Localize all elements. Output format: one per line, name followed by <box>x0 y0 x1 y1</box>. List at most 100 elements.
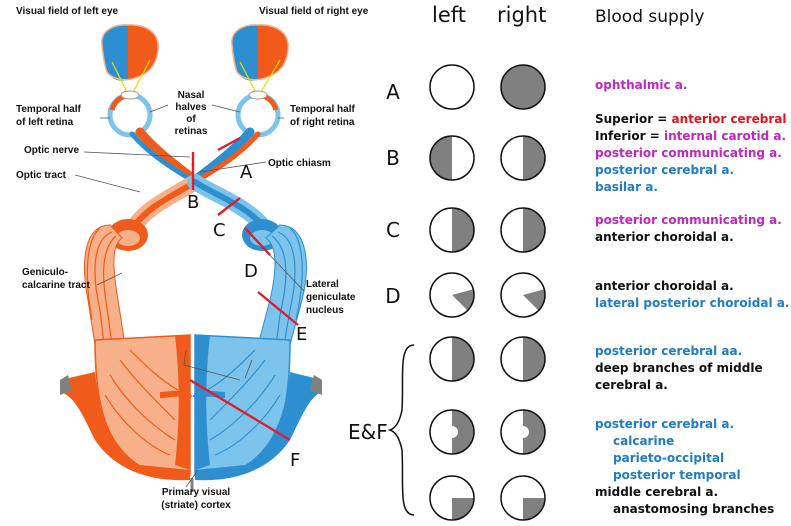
blood-supply-line: anastomosing branches <box>613 502 774 516</box>
header-left: left <box>432 3 466 27</box>
blood-supply-line: posterior cerebral a. <box>595 417 734 431</box>
blood-supply-line: middle cerebral a. <box>595 485 718 499</box>
label-visual-field-right: Visual field of right eye <box>259 6 369 17</box>
label-optic-chiasm: Optic chiasm <box>268 158 331 169</box>
right-eyeball <box>235 90 281 138</box>
blood-supply-line: Superior = anterior cerebral aa. <box>595 112 791 126</box>
artery-name: posterior communicating a. <box>595 213 782 227</box>
lesion-letter-b: B <box>187 192 199 213</box>
lesion-letters: A B C D E F <box>187 162 307 471</box>
artery-name: posterior cerebral a. <box>595 417 734 431</box>
row-label: E&F <box>348 420 388 444</box>
table-row-row6: posterior cerebral a. calcarine parieto-oc… <box>429 409 774 516</box>
label-visual-field-left: Visual field of left eye <box>16 6 119 17</box>
row-label: C <box>386 218 400 242</box>
blood-supply-line: basilar a. <box>595 180 658 194</box>
blood-supply-prefix: Inferior = <box>595 129 664 143</box>
right-eye-field-disc <box>500 135 546 181</box>
artery-name: cerebral a. <box>595 378 668 392</box>
artery-name: posterior cerebral aa. <box>595 344 742 358</box>
table-row-b: B Superior = anterior cerebral aa. Inferio… <box>386 112 791 194</box>
row-label: A <box>386 80 400 104</box>
label-temporal-left-1: Temporal half <box>16 104 81 115</box>
right-radiation <box>257 224 307 346</box>
left-eye-field-disc <box>429 409 475 455</box>
lesion-letter-a: A <box>240 162 253 183</box>
artery-name: calcarine <box>613 434 674 448</box>
header-blood-supply: Blood supply <box>595 7 704 27</box>
right-eye-field-disc <box>500 475 546 521</box>
blood-supply-prefix: Superior = <box>595 112 672 126</box>
right-eye-field-disc <box>500 409 546 455</box>
blood-supply-line: posterior communicating a. <box>595 146 782 160</box>
label-nasal-4: retinas <box>175 126 208 137</box>
blood-supply-line: calcarine <box>613 434 674 448</box>
left-eye-field-disc <box>429 207 475 253</box>
label-nasal-1: Nasal <box>178 90 205 101</box>
label-lgn-3: nucleus <box>306 305 344 316</box>
label-nasal-2: halves <box>175 102 207 113</box>
artery-name: anterior choroidal a. <box>595 230 734 244</box>
label-lgn-2: geniculate <box>306 292 356 303</box>
artery-name: anterior cerebral aa. <box>672 112 791 126</box>
ef-group-brace <box>387 344 415 516</box>
artery-name: internal carotid a. <box>664 129 786 143</box>
lesion-a-cut <box>217 136 241 152</box>
blood-supply-line: posterior cerebral a. <box>595 163 734 177</box>
left-eyeball <box>107 90 153 138</box>
lesion-letter-c: C <box>213 220 226 241</box>
artery-name: posterior temporal <box>613 468 741 482</box>
table-row-e-f: E&F posterior cerebral aa. deep branches o… <box>348 336 763 444</box>
artery-name: lateral posterior choroidal a. <box>595 296 789 310</box>
blood-supply-line: ophthalmic a. <box>595 78 687 92</box>
label-geniculo-2: calcarine tract <box>22 280 90 291</box>
label-lgn-1: Lateral <box>306 279 339 290</box>
left-eye-field-disc <box>429 64 475 110</box>
lesion-f-cut <box>189 378 291 442</box>
right-eye-field-disc <box>500 336 546 382</box>
label-temporal-right-2: of right retina <box>290 117 355 128</box>
blood-supply-line: lateral posterior choroidal a. <box>595 296 789 310</box>
label-cortex-2: (striate) cortex <box>161 500 231 511</box>
label-nasal-3: of <box>186 114 196 125</box>
right-occipital-cortex <box>192 334 322 481</box>
artery-name: anterior choroidal a. <box>595 279 734 293</box>
artery-name: basilar a. <box>595 180 658 194</box>
table-row-row7 <box>429 475 546 521</box>
right-eye-field-disc <box>500 272 546 318</box>
leader-lines <box>74 104 305 488</box>
lesion-c-cut <box>217 197 241 216</box>
blood-supply-line: deep branches of middle <box>595 361 763 375</box>
lesion-letter-e: E <box>296 324 307 345</box>
blood-supply-line: parieto-occipital <box>613 451 724 465</box>
lesion-letter-f: F <box>290 450 300 471</box>
artery-name: parieto-occipital <box>613 451 724 465</box>
row-label: B <box>386 146 400 170</box>
label-optic-tract: Optic tract <box>16 170 67 181</box>
left-eye-field-disc <box>429 272 475 318</box>
blood-supply-line: anterior choroidal a. <box>595 279 734 293</box>
blood-supply-line: anterior choroidal a. <box>595 230 734 244</box>
label-temporal-right-1: Temporal half <box>290 104 355 115</box>
blood-supply-line: posterior cerebral aa. <box>595 344 742 358</box>
label-cortex-1: Primary visual <box>162 487 231 498</box>
artery-name: ophthalmic a. <box>595 78 687 92</box>
label-optic-nerve: Optic nerve <box>24 145 79 156</box>
right-eye-field-disc <box>500 64 546 110</box>
blood-supply-line: posterior communicating a. <box>595 213 782 227</box>
artery-name: middle cerebral a. <box>595 485 718 499</box>
left-eye-field-disc <box>429 336 475 382</box>
anatomy-illustration: Visual field of left eye Visual field of… <box>16 6 369 511</box>
right-eye-field-disc <box>500 207 546 253</box>
lesion-e-cut <box>257 291 299 326</box>
label-temporal-left-2: of left retina <box>16 117 74 128</box>
left-eye-field-disc <box>429 135 475 181</box>
artery-name: anastomosing branches <box>613 502 774 516</box>
blood-supply-line: posterior temporal <box>613 468 741 482</box>
left-eye-field-disc <box>429 475 475 521</box>
